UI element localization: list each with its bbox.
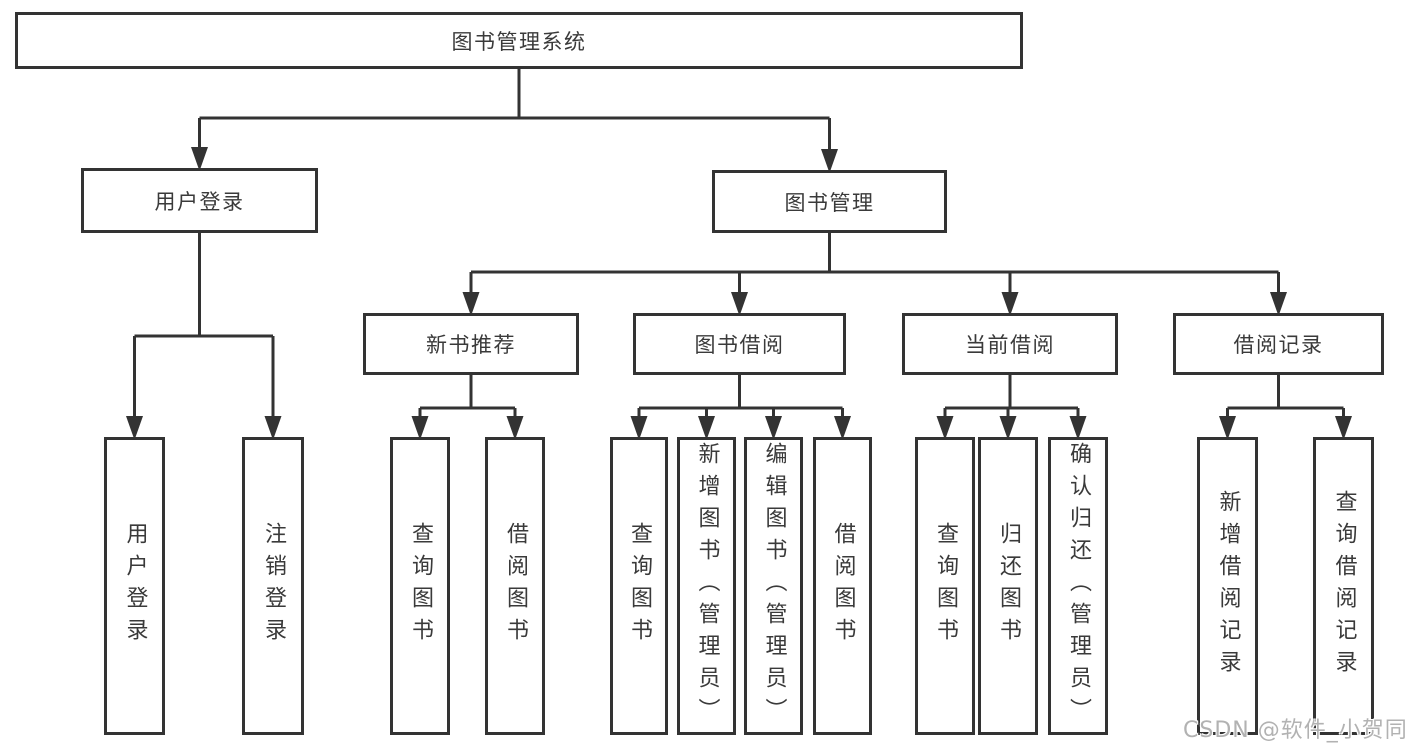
- node-leaf-return-book: 归还图书: [978, 437, 1038, 735]
- node-label: 图书借阅: [694, 333, 785, 357]
- connector-line: [637, 373, 844, 427]
- arrow-down: [191, 147, 208, 171]
- node-label: 归还图书: [996, 522, 1021, 650]
- arrow-down: [1270, 292, 1287, 316]
- connector-line: [198, 67, 831, 160]
- node-label: 当前借阅: [965, 333, 1055, 357]
- node-leaf-query-book-current: 查询图书: [915, 437, 975, 735]
- edge-root: [191, 67, 838, 173]
- node-label: 借阅图书: [503, 522, 528, 650]
- edge-user-login: [126, 231, 282, 440]
- node-label: 查询图书: [627, 522, 652, 650]
- arrow-down: [834, 416, 851, 440]
- arrow-down: [506, 416, 524, 440]
- node-label: 确认归还（管理员）: [1066, 442, 1091, 730]
- node-borrow-records: 借阅记录: [1173, 313, 1384, 375]
- watermark: CSDN @软件_小贺同学: [1183, 718, 1405, 743]
- connector-line: [418, 373, 517, 427]
- node-book-borrow: 图书借阅: [633, 313, 846, 375]
- arrow-down: [1001, 292, 1019, 316]
- arrow-down: [264, 416, 282, 440]
- node-label: 查询借阅记录: [1331, 490, 1357, 682]
- arrow-down: [126, 416, 143, 440]
- node-leaf-borrow-book-rec: 借阅图书: [485, 437, 545, 735]
- node-leaf-query-borrow-record: 查询借阅记录: [1313, 437, 1374, 735]
- arrow-down: [1069, 416, 1087, 440]
- node-leaf-query-book-borrow: 查询图书: [610, 437, 668, 735]
- edge-book-borrow: [630, 373, 851, 440]
- connector-line: [133, 231, 275, 427]
- node-label: 注销登录: [261, 522, 286, 650]
- node-book-mgmt: 图书管理: [712, 170, 947, 233]
- node-label: 用户登录: [154, 189, 245, 214]
- node-leaf-confirm-return-admin: 确认归还（管理员）: [1048, 437, 1108, 735]
- node-current-borrow: 当前借阅: [902, 313, 1118, 375]
- node-leaf-logout: 注销登录: [242, 437, 304, 735]
- edge-current-borrow: [936, 373, 1087, 440]
- arrow-down: [698, 416, 715, 440]
- node-label: 编辑图书（管理员）: [761, 442, 787, 730]
- node-leaf-borrow-book-borrow: 借阅图书: [813, 437, 872, 735]
- edge-new-book-rec: [411, 373, 524, 440]
- connector-line: [1226, 373, 1345, 427]
- arrow-down: [630, 416, 648, 440]
- arrow-down: [462, 292, 480, 316]
- node-user-login: 用户登录: [81, 168, 318, 233]
- arrow-down: [765, 416, 782, 440]
- edge-book-mgmt: [462, 231, 1287, 316]
- arrow-down: [936, 416, 954, 440]
- edge-borrow-records: [1219, 373, 1352, 440]
- node-label: 新增图书（管理员）: [694, 442, 720, 730]
- node-label: 借阅记录: [1233, 333, 1324, 357]
- node-label: 新增借阅记录: [1215, 490, 1241, 682]
- node-label: 借阅图书: [830, 522, 856, 650]
- node-label: 图书管理系统: [451, 29, 587, 54]
- node-root: 图书管理系统: [15, 12, 1023, 69]
- node-label: 用户登录: [122, 522, 148, 650]
- node-label: 查询图书: [408, 522, 433, 650]
- node-label: 图书管理: [784, 190, 875, 215]
- node-leaf-edit-book-admin: 编辑图书（管理员）: [744, 437, 803, 735]
- node-label: 新书推荐: [426, 333, 516, 357]
- arrow-down: [411, 416, 429, 440]
- connector-line: [469, 231, 1280, 303]
- arrow-down: [731, 292, 748, 316]
- node-label: 查询图书: [933, 522, 958, 650]
- arrow-down: [1335, 416, 1352, 440]
- node-leaf-user-login: 用户登录: [104, 437, 165, 735]
- arrow-down: [821, 149, 838, 173]
- node-leaf-add-borrow-record: 新增借阅记录: [1197, 437, 1258, 735]
- arrow-down: [999, 416, 1017, 440]
- node-leaf-add-book-admin: 新增图书（管理员）: [677, 437, 736, 735]
- node-new-book-rec: 新书推荐: [363, 313, 579, 375]
- arrow-down: [1219, 416, 1236, 440]
- node-leaf-query-book-rec: 查询图书: [390, 437, 450, 735]
